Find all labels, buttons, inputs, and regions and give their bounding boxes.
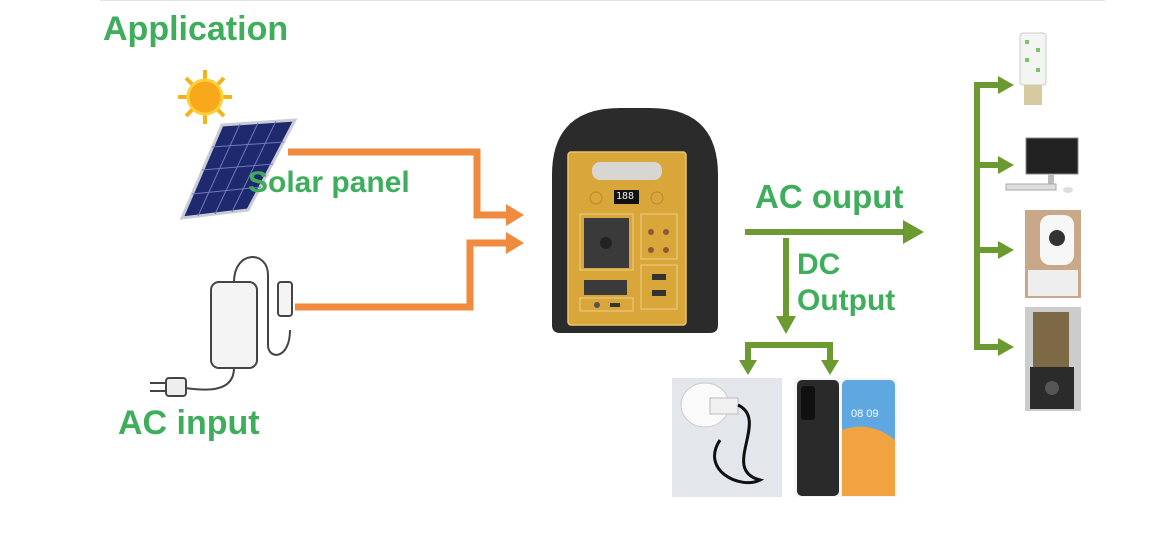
smartphone-image xyxy=(794,378,897,497)
solar-input-arrowhead xyxy=(506,204,524,226)
output-arrowheads xyxy=(739,76,1014,375)
device-display: 188 xyxy=(616,191,635,202)
dc-output-label-line2: Output xyxy=(797,284,896,317)
desktop-computer-image xyxy=(1005,137,1079,193)
ac-adapter-icon xyxy=(150,256,293,397)
led-bulb-image xyxy=(672,378,782,497)
corn-bulb-image xyxy=(1019,32,1047,105)
solar-panel-icon xyxy=(179,118,298,220)
input-arrows xyxy=(288,148,508,311)
ac-output-label: AC ouput xyxy=(755,178,904,215)
phone-clock: 08 09 xyxy=(851,408,879,420)
ac-input-label: AC input xyxy=(118,404,260,442)
blender-image xyxy=(1025,307,1081,411)
dc-output-label-line1: DC xyxy=(797,248,841,281)
top-divider xyxy=(100,0,1105,1)
humidifier-image xyxy=(1025,210,1081,298)
sun-icon xyxy=(178,70,232,124)
ac-input-arrowhead xyxy=(506,232,524,254)
output-arrows xyxy=(745,82,1000,362)
diagram-title: Application xyxy=(103,10,289,48)
portable-power-station xyxy=(552,108,718,333)
solar-panel-label: Solar panel xyxy=(248,166,410,199)
